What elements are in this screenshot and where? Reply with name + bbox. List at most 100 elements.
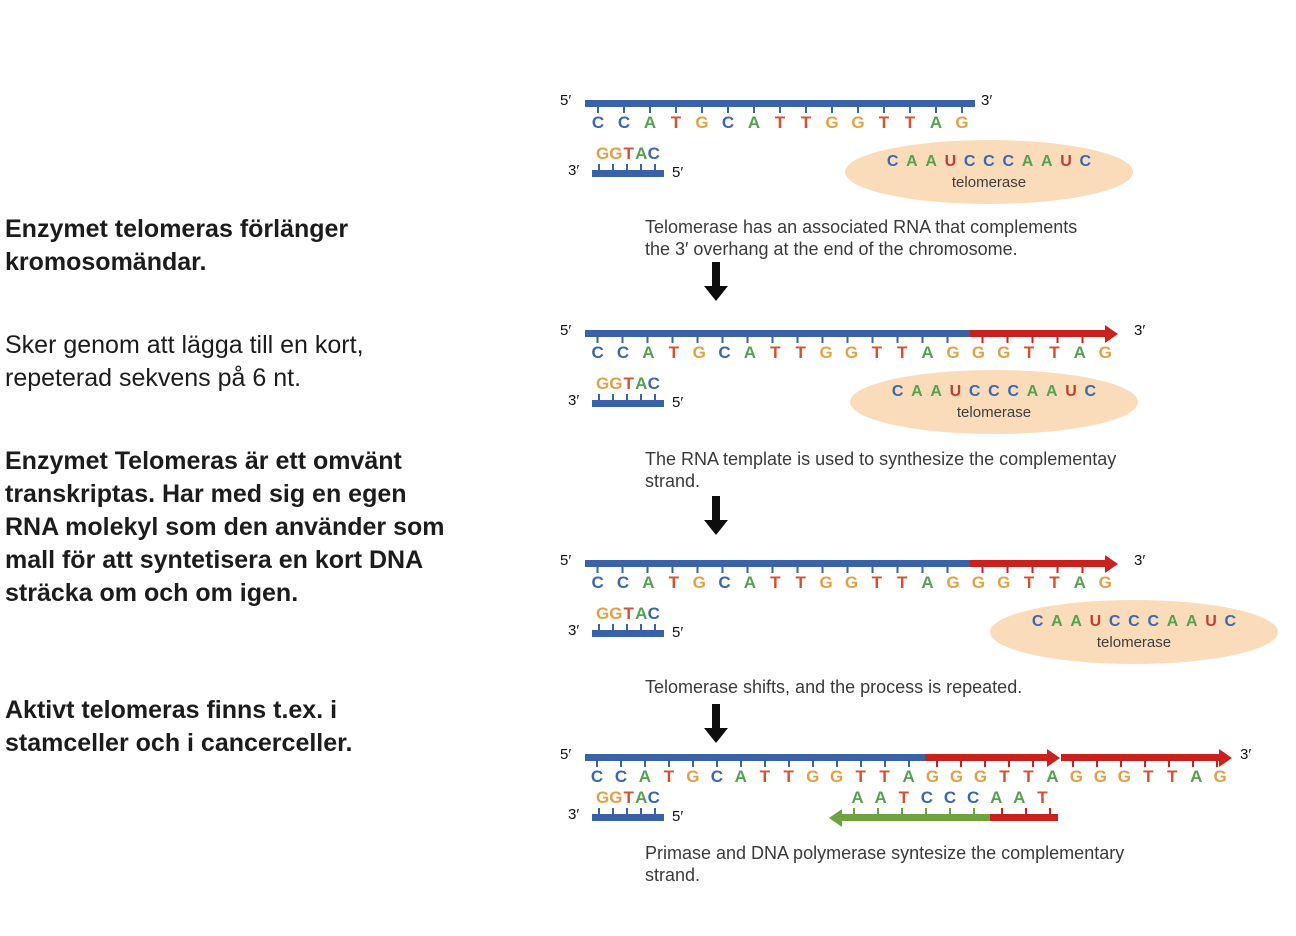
nucleotide: A: [635, 788, 648, 807]
bar-gap: [1047, 754, 1061, 761]
rna-primer-bar: [990, 808, 1058, 821]
nucleotide: A: [734, 767, 747, 786]
nucleotide: A: [929, 113, 943, 132]
nucleotide: T: [668, 343, 679, 362]
nucleotide: A: [642, 573, 655, 592]
three-prime-label: 3′: [568, 622, 580, 639]
nucleotide: C: [591, 113, 605, 132]
nucleotide: G: [825, 113, 839, 132]
nucleotide: T: [623, 144, 634, 163]
nucleotide: G: [819, 343, 833, 362]
nucleotide: T: [623, 788, 634, 807]
three-prime-label: 3′: [981, 92, 993, 109]
nucleotide: T: [1023, 343, 1035, 362]
parent-dna-bar: [585, 560, 970, 573]
nucleotide: T: [999, 767, 1010, 786]
complementary-dna-bar: [592, 164, 664, 177]
nucleotide: C: [1084, 383, 1097, 400]
nucleotide: G: [830, 767, 844, 786]
dna-bar: [592, 808, 664, 821]
dna-bar: [585, 554, 1118, 573]
three-prime-label: 3′: [1134, 322, 1146, 339]
nucleotide: T: [879, 767, 890, 786]
nucleotide: T: [1037, 788, 1048, 807]
nucleotide: G: [609, 144, 623, 163]
nucleotide: G: [609, 788, 623, 807]
nucleotide: T: [663, 767, 675, 786]
nucleotide: A: [990, 788, 1003, 807]
three-prime-label: 3′: [1240, 746, 1252, 763]
paragraph-1: Enzymet telomeras förlänger kromosomända…: [5, 215, 349, 276]
dna-bar: [585, 748, 1232, 767]
nucleotide: A: [743, 343, 757, 362]
dna-bar: [585, 100, 975, 113]
five-prime-label: 5′: [672, 394, 684, 411]
five-prime-label: 5′: [672, 624, 684, 641]
nucleotide: C: [966, 788, 980, 807]
nucleotide: C: [1147, 613, 1159, 630]
nucleotide: U: [944, 153, 957, 170]
nucleotide: T: [878, 113, 890, 132]
nucleotide: A: [911, 383, 923, 400]
nucleotide: G: [1213, 767, 1227, 786]
three-prime-label: 3′: [568, 806, 580, 823]
down-arrow-icon: [704, 496, 728, 536]
nucleotide: G: [946, 343, 960, 362]
nucleotide: T: [898, 788, 909, 807]
down-arrow-icon: [704, 704, 728, 744]
nucleotide: T: [670, 113, 682, 132]
nucleotide: A: [851, 788, 864, 807]
dna-bar: [592, 394, 664, 407]
nucleotide: T: [668, 573, 679, 592]
nucleotide: U: [1089, 613, 1102, 630]
new-telomere-arrow: [1061, 748, 1232, 767]
nucleotide: A: [906, 153, 918, 170]
nucleotide: G: [946, 573, 960, 592]
nucleotide: C: [983, 153, 995, 170]
nucleotide: C: [963, 153, 976, 170]
nucleotide: A: [1026, 383, 1039, 400]
nucleotide: C: [886, 153, 899, 170]
nucleotide: A: [1070, 613, 1082, 630]
nucleotide: C: [1224, 613, 1237, 630]
nucleotide: G: [1098, 573, 1112, 592]
nucleotide: A: [874, 788, 887, 807]
nucleotide: C: [988, 383, 1000, 400]
nucleotide: A: [902, 767, 915, 786]
down-arrow-icon: [704, 262, 728, 302]
nucleotide: G: [686, 767, 700, 786]
arrowhead-right-icon: [1219, 748, 1232, 767]
nucleotide: T: [1023, 573, 1035, 592]
nucleotide: G: [925, 767, 940, 786]
nucleotide: A: [930, 383, 942, 400]
dna-bar: [585, 324, 1118, 343]
nucleotide: C: [891, 383, 904, 400]
nucleotide: G: [692, 343, 706, 362]
nucleotide: G: [596, 788, 610, 807]
nucleotide: T: [623, 374, 634, 393]
nucleotide: A: [743, 573, 757, 592]
arrowhead-right-icon: [1047, 748, 1060, 767]
nucleotide: T: [770, 573, 781, 592]
nucleotide: T: [1049, 343, 1060, 362]
nucleotide: C: [1128, 613, 1140, 630]
telomerase-label: telomerase: [951, 174, 1027, 191]
nucleotide: T: [1023, 767, 1034, 786]
new-telomere-arrow: [970, 324, 1118, 343]
dna-bar: [592, 164, 664, 177]
nucleotide: C: [968, 383, 981, 400]
new-dna-arrow: [829, 808, 990, 827]
nucleotide: C: [721, 113, 735, 132]
nucleotide: A: [1013, 788, 1026, 807]
nucleotide: T: [896, 343, 908, 362]
nucleotide: G: [971, 573, 985, 592]
